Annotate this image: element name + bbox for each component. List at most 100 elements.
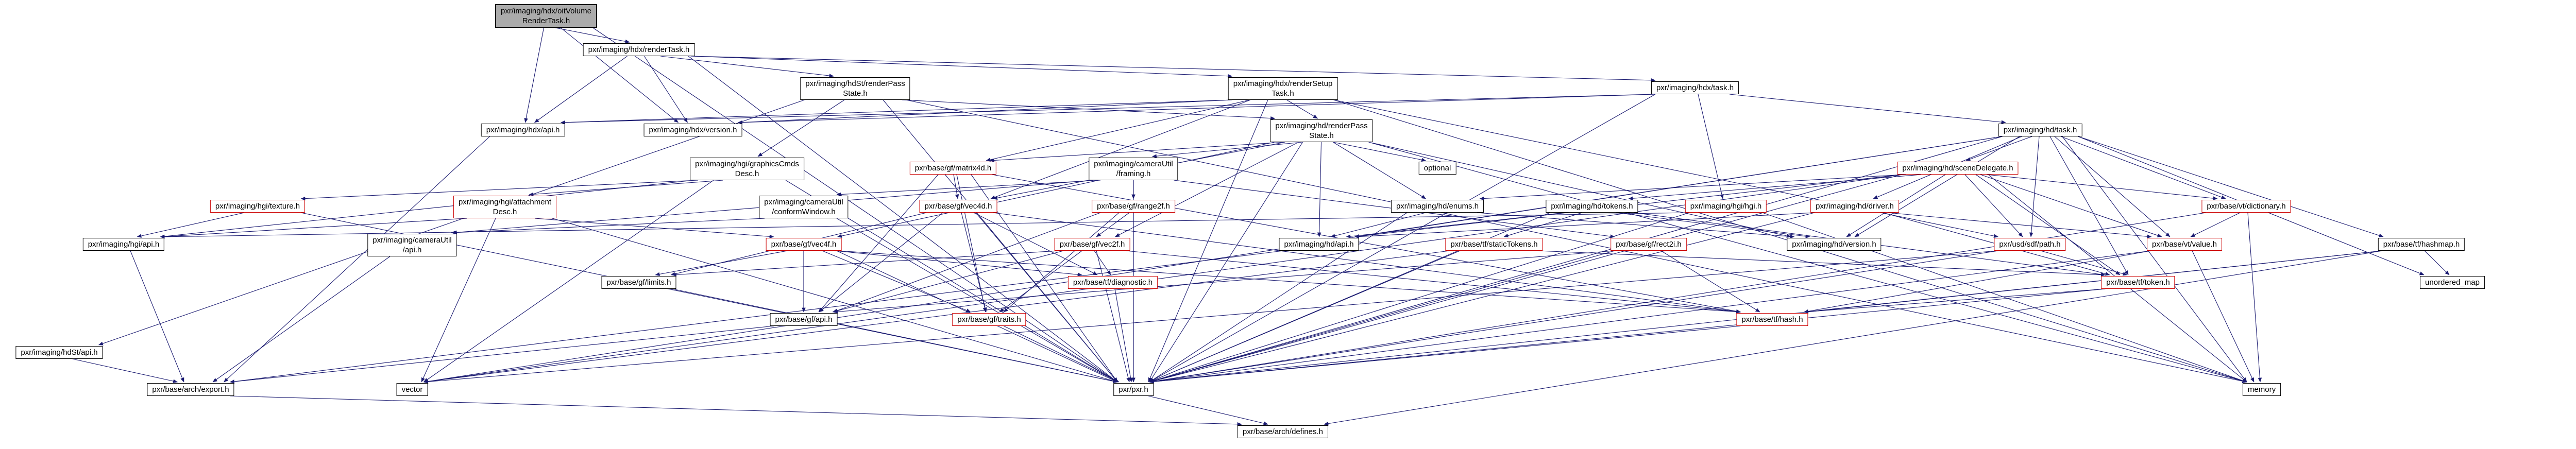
graph-node-archExport[interactable]: pxr/base/arch/export.h (147, 383, 234, 396)
graph-node-archDefines[interactable]: pxr/base/arch/defines.h (1238, 425, 1328, 438)
include-edge-hdTokens--hdVersion (1616, 212, 1810, 238)
include-edge-gfRect2i--pxr (1149, 250, 1615, 383)
include-edge-renderSetupTask--hdRenderPassState (1286, 99, 1318, 119)
include-edge-gfVec4d--gfApi (819, 212, 943, 313)
include-edge-hdTokens--hdApi (1346, 212, 1565, 238)
include-edge-hgiHgi--hgiApi (160, 212, 1690, 239)
graph-node-hdxTask[interactable]: pxr/imaging/hdx/task.h (1651, 81, 1739, 94)
include-edge-hgiAttachmentDesc--gfVec4f (534, 218, 774, 239)
graph-node-vtValue[interactable]: pxr/base/vt/value.h (2147, 238, 2222, 251)
graph-node-renderTask[interactable]: pxr/imaging/hdx/renderTask.h (583, 43, 695, 56)
graph-node-label: pxr/base/tf/hashmap.h (2383, 240, 2460, 249)
graph-node-hdxVersion[interactable]: pxr/imaging/hdx/version.h (643, 124, 742, 136)
graph-node-gfApi[interactable]: pxr/base/gf/api.h (770, 313, 838, 326)
graph-node-hdApi[interactable]: pxr/imaging/hd/api.h (1279, 238, 1359, 251)
graph-node-tfHash[interactable]: pxr/base/tf/hash.h (1736, 313, 1808, 326)
include-edge-hdxTask--hdTask (1729, 94, 2006, 124)
graph-node-label: pxr/imaging/hdSt/renderPass (805, 79, 905, 88)
graph-node-label: pxr/imaging/hdx/renderTask.h (588, 45, 690, 54)
graph-node-camApi[interactable]: pxr/imaging/cameraUtil/api.h (367, 234, 457, 256)
graph-node-label: pxr/base/tf/staticTokens.h (1450, 240, 1538, 249)
include-edge-hdEnums--hdVersion (1477, 212, 1795, 239)
graph-node-tfStaticTokens[interactable]: pxr/base/tf/staticTokens.h (1445, 238, 1543, 251)
graph-node-sdfPath[interactable]: pxr/usd/sdf/path.h (1994, 238, 2066, 251)
graph-node-hdTokens[interactable]: pxr/imaging/hd/tokens.h (1546, 200, 1638, 213)
graph-node-label: pxr/base/tf/diagnostic.h (1073, 278, 1153, 287)
graph-node-hgiTexture[interactable]: pxr/imaging/hgi/texture.h (210, 200, 306, 213)
include-edge-hdSceneDelegate--hdEnums (1479, 174, 1906, 201)
graph-node-hgiHgi[interactable]: pxr/imaging/hgi/hgi.h (1685, 200, 1767, 213)
graph-node-label: pxr/usd/sdf/path.h (1999, 240, 2061, 249)
include-edge-camApi--archExport (212, 256, 391, 383)
graph-node-gfRect2i[interactable]: pxr/base/gf/rect2i.h (1611, 238, 1687, 251)
graph-node-gfVec4f[interactable]: pxr/base/gf/vec4f.h (766, 238, 842, 251)
graph-node-gfMatrix4d[interactable]: pxr/base/gf/matrix4d.h (909, 162, 997, 175)
include-edge-gfVec4d--gfTraits (961, 212, 987, 313)
graph-node-label: pxr/base/vt/dictionary.h (2207, 202, 2286, 211)
include-edge-renderSetupTask--gfMatrix4d (986, 99, 1250, 162)
graph-node-hdDriver[interactable]: pxr/imaging/hd/driver.h (1810, 200, 1899, 213)
graph-node-gfRange2f[interactable]: pxr/base/gf/range2f.h (1092, 200, 1175, 213)
include-edge-hdxTask--hgiHgi (1698, 94, 1724, 199)
graph-node-label: pxr/imaging/hdx/task.h (1656, 83, 1734, 92)
include-edge-renderTask--hdxVersion (644, 56, 688, 123)
graph-node-tfToken[interactable]: pxr/base/tf/token.h (2101, 276, 2175, 289)
graph-node-unorderedMap[interactable]: unordered_map (2420, 276, 2485, 289)
include-edge-hdTask--hdVersion (1854, 136, 2020, 237)
graph-node-hdSceneDelegate[interactable]: pxr/imaging/hd/sceneDelegate.h (1897, 162, 2019, 175)
graph-node-vtDictionary[interactable]: pxr/base/vt/dictionary.h (2201, 200, 2291, 213)
include-edge-archExport--archDefines (230, 395, 1242, 426)
include-edge-hdRenderPassState--hdEnums (1333, 142, 1426, 199)
graph-node-label: RenderTask.h (522, 16, 570, 25)
graph-node-label: pxr/imaging/hd/enums.h (1396, 202, 1479, 211)
include-edge-camConformWindow--camApi (451, 218, 765, 235)
graph-node-hdEnums[interactable]: pxr/imaging/hd/enums.h (1391, 200, 1484, 213)
include-edge-tfHashmap--unorderedMap (2424, 250, 2450, 275)
graph-node-vector[interactable]: vector (396, 383, 428, 396)
include-edge-hdTask--memory (2062, 136, 2247, 383)
graph-node-hdxApi[interactable]: pxr/imaging/hdx/api.h (481, 124, 565, 136)
graph-node-camConformWindow[interactable]: pxr/imaging/cameraUtil/conformWindow.h (759, 196, 849, 218)
graph-node-label: pxr/imaging/hdx/renderSetup (1233, 79, 1333, 88)
graph-node-gfLimits[interactable]: pxr/base/gf/limits.h (601, 276, 676, 289)
graph-node-gfVec2f[interactable]: pxr/base/gf/vec2f.h (1054, 238, 1130, 251)
graph-node-label: pxr/base/arch/defines.h (1243, 427, 1323, 436)
include-edge-tfHashmap--archDefines (1324, 250, 2383, 426)
graph-node-hdVersion[interactable]: pxr/imaging/hd/version.h (1787, 238, 1882, 251)
include-edge-hdStRenderPassState--hdRenderPassState (902, 99, 1275, 120)
graph-node-hgiApi[interactable]: pxr/imaging/hgi/api.h (82, 238, 165, 251)
graph-node-gfVec4d[interactable]: pxr/base/gf/vec4d.h (919, 200, 997, 213)
include-edge-gfVec4f--gfLimits (655, 250, 788, 277)
graph-node-tfHashmap[interactable]: pxr/base/tf/hashmap.h (2378, 238, 2465, 251)
graph-node-gfTraits[interactable]: pxr/base/gf/traits.h (952, 313, 1026, 326)
graph-node-tfDiagnostic[interactable]: pxr/base/tf/diagnostic.h (1067, 276, 1158, 289)
include-edge-pxr--archDefines (1148, 395, 1268, 425)
include-edge-gfVec2f--gfApi (832, 250, 1064, 313)
include-edge-gfVec4f--tfDiagnostic (834, 250, 1082, 277)
graph-node-hdTask[interactable]: pxr/imaging/hd/task.h (1998, 124, 2082, 136)
graph-node-label: pxr/base/gf/range2f.h (1097, 202, 1170, 211)
include-edge-renderTask--hdStRenderPassState (660, 56, 834, 78)
graph-node-hdStApi[interactable]: pxr/imaging/hdSt/api.h (15, 346, 103, 359)
include-edge-gfVec2f--tfHash (1126, 250, 1741, 314)
graph-node-memory[interactable]: memory (2242, 383, 2281, 396)
include-edge-hdRenderPassState--optional (1333, 142, 1426, 162)
graph-node-label: pxr/imaging/hgi/hgi.h (1690, 202, 1762, 211)
graph-node-label: pxr/base/tf/hash.h (1741, 315, 1803, 324)
graph-node-optional[interactable]: optional (1418, 162, 1456, 175)
graph-node-label: pxr/base/gf/vec4f.h (771, 240, 837, 249)
include-edge-vtDictionary--memory (2247, 212, 2262, 383)
graph-node-pxr[interactable]: pxr/pxr.h (1113, 383, 1154, 396)
include-edge-hdxTask--hdxApi (561, 94, 1656, 125)
graph-node-camFraming[interactable]: pxr/imaging/cameraUtil/framing.h (1089, 158, 1178, 180)
include-edge-hdxTask--pxr (1149, 94, 1656, 383)
include-edge-hdTask--vtValue (2054, 136, 2171, 237)
graph-node-label: pxr/imaging/hdx/version.h (649, 126, 737, 134)
graph-node-label: pxr/imaging/hdSt/api.h (21, 348, 98, 357)
